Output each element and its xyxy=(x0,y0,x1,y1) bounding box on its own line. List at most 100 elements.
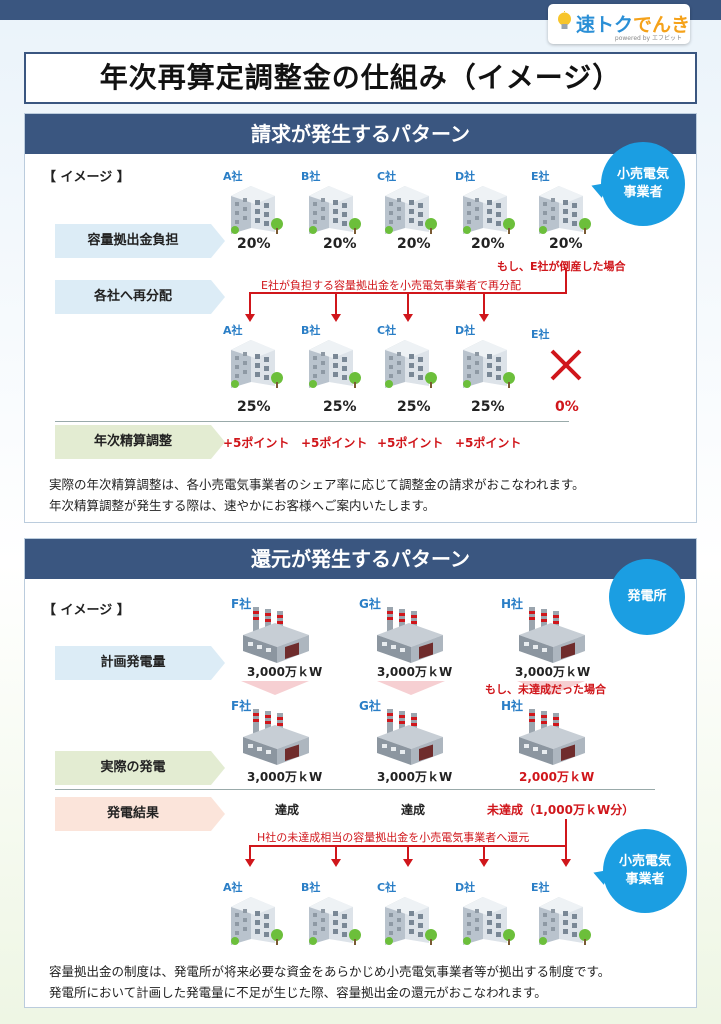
company-label: B社 xyxy=(301,324,321,337)
row-label-result: 発電結果 xyxy=(55,797,225,831)
arrow-line xyxy=(335,845,337,861)
result-text-unmet: 未達成（1,000万ｋW分） xyxy=(487,803,635,817)
office-building-icon xyxy=(385,897,437,945)
factory-icon xyxy=(519,607,585,663)
points-change: +5ポイント xyxy=(301,436,368,450)
share-after: 25% xyxy=(471,399,505,415)
retailer-badge: 小売電気 事業者 xyxy=(603,829,687,913)
company-label: C社 xyxy=(377,170,397,183)
planned-output: 3,000万ｋW xyxy=(247,665,323,679)
arrow-line xyxy=(565,268,567,294)
explanation-text: 発電所において計画した発電量に不足が生じた際、容量拠出金の還元がおこなわれます。 xyxy=(49,985,547,1000)
top-bar xyxy=(0,0,721,20)
arrow-line xyxy=(335,292,337,316)
plant-label: F社 xyxy=(231,699,252,713)
actual-output: 3,000万ｋW xyxy=(377,770,453,784)
logo-subtext: powered by エフビット xyxy=(614,35,682,42)
down-triangle xyxy=(517,681,585,695)
arrow-head xyxy=(479,314,489,322)
explanation-text: 容量拠出金の制度は、発電所が将来必要な資金をあらかじめ小売電気事業者等が拠出する… xyxy=(49,964,611,979)
factory-icon xyxy=(377,607,443,663)
down-triangle xyxy=(377,681,445,695)
row-label-annual-adjust: 年次精算調整 xyxy=(55,425,225,459)
share-after: 25% xyxy=(397,399,431,415)
billing-pattern-panel: 請求が発生するパターン 【 イメージ 】 小売電気 事業者 A社 B社 C社 D… xyxy=(24,113,697,523)
factory-icon xyxy=(243,709,309,765)
plant-label: G社 xyxy=(359,597,381,611)
arrow-line xyxy=(483,292,485,316)
divider xyxy=(55,789,655,790)
refund-pattern-panel: 還元が発生するパターン 【 イメージ 】 発電所 F社 G社 H社 計画発電量 … xyxy=(24,538,697,1008)
row-label-capacity-burden: 容量拠出金負担 xyxy=(55,224,225,258)
planned-output: 3,000万ｋW xyxy=(515,665,591,679)
page-title: 年次再算定調整金の仕組み（イメージ） xyxy=(24,52,697,104)
arrow-head xyxy=(403,859,413,867)
plant-label: F社 xyxy=(231,597,252,611)
company-label: D社 xyxy=(455,881,476,894)
share-before: 20% xyxy=(549,236,583,252)
office-building-icon xyxy=(385,186,437,234)
points-change: +5ポイント xyxy=(223,436,290,450)
share-before: 20% xyxy=(323,236,357,252)
arrow-head xyxy=(245,314,255,322)
share-after: 25% xyxy=(237,399,271,415)
row-label-planned-output: 計画発電量 xyxy=(55,646,225,680)
redistribute-note: E社が負担する容量拠出金を小売電気事業者で再分配 xyxy=(261,279,521,292)
retailer-badge: 小売電気 事業者 xyxy=(601,142,685,226)
share-after: 25% xyxy=(323,399,357,415)
arrow-head xyxy=(561,859,571,867)
company-label: B社 xyxy=(301,170,321,183)
office-building-icon xyxy=(463,897,515,945)
company-label: C社 xyxy=(377,881,397,894)
brand-logo[interactable]: 速トクでんき powered by エフビット xyxy=(548,4,690,44)
section-header: 請求が発生するパターン xyxy=(25,114,696,154)
office-building-icon xyxy=(463,186,515,234)
company-label: E社 xyxy=(531,881,550,894)
company-label: A社 xyxy=(223,881,243,894)
arrow-line xyxy=(249,292,251,316)
image-label: 【 イメージ 】 xyxy=(43,603,130,618)
lightbulb-icon xyxy=(558,11,571,29)
row-label-actual-output: 実際の発電 xyxy=(55,751,225,785)
arrow-head xyxy=(479,859,489,867)
company-label: A社 xyxy=(223,324,243,337)
office-building-icon xyxy=(231,186,283,234)
share-before: 20% xyxy=(237,236,271,252)
arrow-line xyxy=(407,292,409,316)
points-change: +5ポイント xyxy=(377,436,444,450)
down-triangle xyxy=(241,681,309,695)
arrow-head xyxy=(331,314,341,322)
result-text: 達成 xyxy=(401,803,426,817)
arrow-head xyxy=(245,859,255,867)
planned-output: 3,000万ｋW xyxy=(377,665,453,679)
divider xyxy=(55,421,569,422)
arrow-head xyxy=(331,859,341,867)
plant-label: G社 xyxy=(359,699,381,713)
section-header: 還元が発生するパターン xyxy=(25,539,696,579)
actual-output: 3,000万ｋW xyxy=(247,770,323,784)
cross-mark-icon xyxy=(550,349,582,381)
image-label: 【 イメージ 】 xyxy=(43,170,130,185)
office-building-icon xyxy=(309,897,361,945)
actual-output-shortfall: 2,000万ｋW xyxy=(519,770,595,784)
office-building-icon xyxy=(231,340,283,388)
power-plant-badge: 発電所 xyxy=(609,559,685,635)
office-building-icon xyxy=(309,186,361,234)
row-label-redistribute: 各社へ再分配 xyxy=(55,280,225,314)
office-building-icon xyxy=(463,340,515,388)
factory-icon xyxy=(243,607,309,663)
arrow-line xyxy=(565,845,567,861)
bankrupt-note: もし、E社が倒産した場合 xyxy=(497,260,626,273)
plant-label: H社 xyxy=(501,597,524,611)
plant-label: H社 xyxy=(501,699,524,713)
share-after-bankrupt: 0% xyxy=(555,399,579,415)
refund-note: H社の未達成相当の容量拠出金を小売電気事業者へ還元 xyxy=(257,831,530,844)
factory-icon xyxy=(519,709,585,765)
arrow-line xyxy=(407,845,409,861)
office-building-icon xyxy=(539,897,591,945)
arrow-line xyxy=(565,819,567,847)
explanation-text: 実際の年次精算調整は、各小売電気事業者のシェア率に応じて調整金の請求がおこなわれ… xyxy=(49,477,585,492)
result-text: 達成 xyxy=(275,803,300,817)
company-label: E社 xyxy=(531,170,550,183)
company-label: C社 xyxy=(377,324,397,337)
